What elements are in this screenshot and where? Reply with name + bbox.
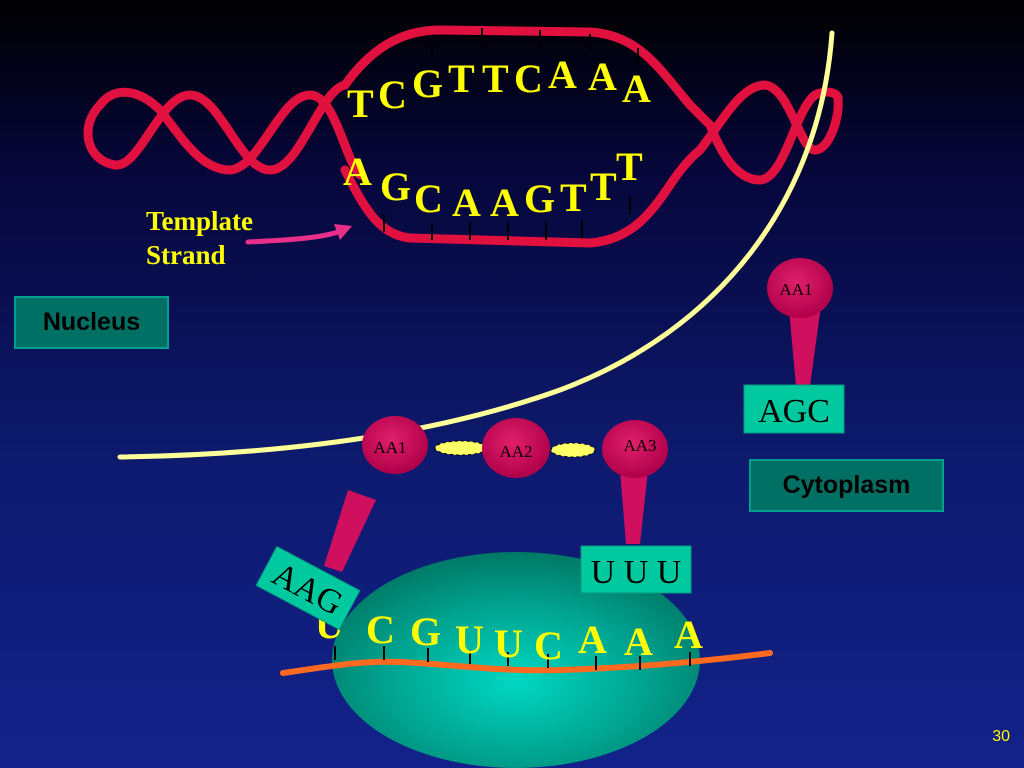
nucleus-label: Nucleus: [14, 296, 169, 349]
coding-base-9: A: [622, 66, 651, 111]
nuclear-membrane: [117, 30, 835, 460]
slide-number: 30: [992, 728, 1010, 745]
template-base-9: T: [616, 144, 643, 189]
coding-base-6: C: [514, 56, 543, 101]
template-base-7: T: [560, 175, 587, 220]
mrna-base-8: A: [624, 619, 653, 664]
coding-base-8: A: [588, 54, 617, 99]
mrna-base-5: U: [494, 621, 523, 666]
cytoplasm-label: Cytoplasm: [749, 459, 944, 512]
polypeptide-chain: AA1 AA2 AA3: [362, 416, 668, 478]
mrna-base-7: A: [578, 617, 607, 662]
amino-acid-2-label: AA2: [499, 442, 532, 461]
trna-free-anticodon: AGC: [758, 393, 830, 430]
mrna-strand: [280, 646, 773, 676]
trna-right-anticodon: U U U: [591, 554, 682, 591]
amino-acid-3: [602, 420, 668, 478]
trna-left-stem: [324, 490, 376, 572]
template-base-1: A: [343, 149, 372, 194]
coding-base-5: T: [482, 56, 509, 101]
template-arrow: [245, 224, 352, 245]
trna-free-amino-acid-label: AA1: [779, 280, 812, 299]
template-base-8: T: [590, 164, 617, 209]
peptide-bond-1: [434, 440, 488, 456]
trna-right-stem: [620, 470, 648, 544]
amino-acid-3-label: AA3: [623, 436, 656, 455]
coding-base-1: T: [347, 81, 374, 126]
peptide-bond-2: [550, 442, 596, 458]
template-base-2: G: [380, 164, 411, 209]
template-base-5: A: [490, 180, 519, 225]
coding-base-7: A: [548, 52, 577, 97]
template-label-line-2: Strand: [146, 240, 226, 270]
dna-tick-marks: [383, 28, 639, 240]
coding-base-4: T: [448, 56, 475, 101]
dna-strand-right-a: [695, 80, 843, 155]
coding-base-2: C: [378, 72, 407, 117]
amino-acid-1: [362, 416, 428, 474]
mrna-base-9: A: [674, 612, 703, 657]
template-base-4: A: [452, 180, 481, 225]
trna-free: AA1 AGC: [743, 258, 845, 434]
dna-helix: [83, 25, 843, 248]
amino-acid-1-label: AA1: [373, 438, 406, 457]
mrna-base-6: C: [534, 623, 563, 668]
template-base-3: C: [414, 176, 443, 221]
mrna-base-4: U: [455, 617, 484, 662]
trna-right-anticodon-box: [580, 545, 692, 594]
amino-acid-2: [482, 418, 550, 478]
mrna-base-3: G: [410, 609, 441, 654]
dna-bubble-bottom: [340, 145, 705, 248]
template-label-line-1: Template: [146, 206, 253, 236]
dna-bubble-top: [340, 25, 715, 130]
template-strand-label: Template Strand: [146, 204, 253, 272]
trna-free-amino-acid: [767, 258, 833, 318]
dna-strand-left-a: [83, 80, 350, 175]
trna-free-stem: [788, 298, 822, 386]
ribosome: [332, 552, 700, 768]
trna-right: U U U: [580, 470, 692, 594]
dna-strand-right-b: [705, 87, 843, 185]
trna-free-anticodon-box: [743, 384, 845, 434]
dna-strand-left-b: [95, 87, 365, 180]
coding-base-3: G: [412, 61, 443, 106]
trna-left-anticodon-box: [255, 545, 361, 631]
trna-left: AAG: [255, 490, 376, 631]
template-base-6: G: [524, 176, 555, 221]
mrna-base-2: C: [366, 607, 395, 652]
